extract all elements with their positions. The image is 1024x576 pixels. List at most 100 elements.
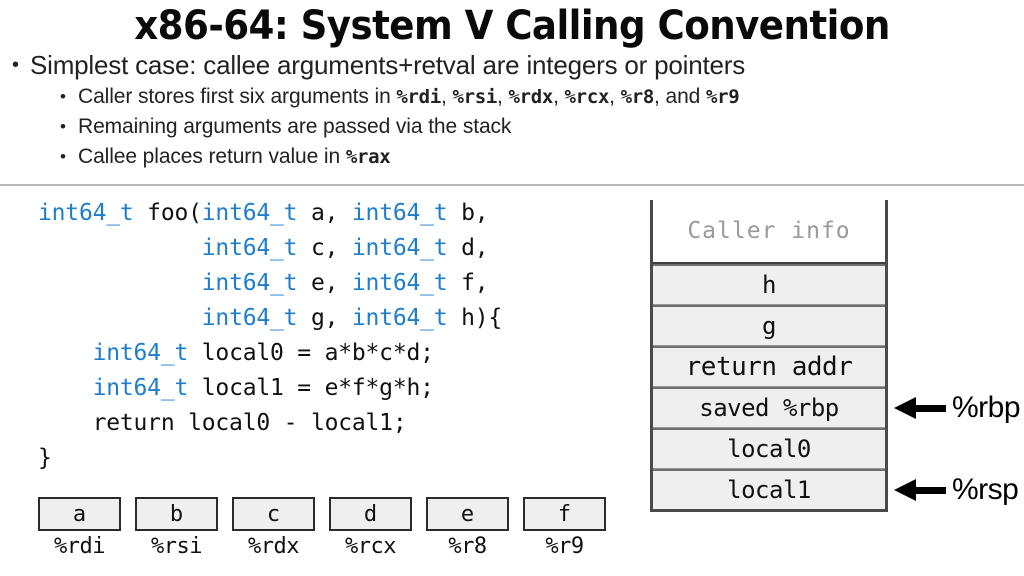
header-divider: [0, 184, 1024, 186]
code-type-token: int64_t: [351, 305, 448, 331]
stack-cell: local1: [650, 469, 888, 510]
code-token: [38, 375, 93, 401]
code-token: a,: [297, 200, 352, 226]
register-value-box: e: [426, 497, 509, 531]
register-name: %rsi: [452, 86, 498, 108]
arrow-left-icon: [894, 396, 946, 419]
bullet-text-run: ,: [609, 85, 621, 108]
register-cell-rdi: a %rdi: [38, 497, 121, 559]
code-token: b,: [447, 200, 489, 226]
bullet-level1-text: Simplest case: callee arguments+retval a…: [30, 50, 746, 80]
code-token: [38, 305, 202, 331]
register-name: %rcx: [564, 86, 610, 108]
code-token: e,: [297, 270, 352, 296]
bullet-list: • Simplest case: callee arguments+retval …: [0, 50, 1024, 171]
bullet-text-run: ,: [440, 85, 453, 108]
register-name: %r8: [620, 86, 655, 108]
stack-cell: local0: [650, 428, 888, 469]
page-title: x86-64: System V Calling Convention: [134, 3, 890, 49]
code-type-token: int64_t: [351, 235, 448, 261]
code-type-token: int64_t: [38, 200, 134, 226]
register-label: %rsi: [151, 534, 202, 559]
code-token: [38, 270, 202, 296]
register-value-box: a: [38, 497, 121, 531]
bullet-level2: • Remaining arguments are passed via the …: [0, 113, 1024, 141]
bullet-dot-icon: •: [60, 147, 66, 166]
code-line: int64_t local1 = e*f*g*h;: [38, 371, 502, 406]
register-name: %rdx: [508, 86, 554, 108]
code-type-token: int64_t: [351, 270, 448, 296]
register-cell-rcx: d %rcx: [329, 497, 412, 559]
register-label: %r9: [545, 534, 584, 559]
code-listing: int64_t foo(int64_t a, int64_t b, int64_…: [38, 196, 502, 476]
stack-cell: saved %rbp: [650, 387, 888, 428]
bullet-text-run: ,: [497, 85, 509, 108]
code-line: int64_t local0 = a*b*c*d;: [38, 336, 502, 371]
register-label: %rdx: [248, 534, 299, 559]
code-token: h){: [447, 305, 503, 331]
code-token: }: [38, 445, 52, 471]
pointer-label: %rsp: [952, 472, 1019, 506]
code-type-token: int64_t: [201, 270, 298, 296]
register-name: %rdi: [396, 86, 441, 108]
bullet-text-run: , and: [654, 85, 706, 108]
bullet-level2: • Caller stores first six arguments in %r…: [0, 83, 1024, 111]
code-token: f,: [447, 270, 489, 296]
bullet-level2-group: • Caller stores first six arguments in %r…: [0, 83, 1024, 171]
bullet-text-run: Remaining arguments are passed via the s…: [78, 115, 512, 138]
code-type-token: int64_t: [201, 305, 298, 331]
bullet-text-run: Callee places return value in: [78, 145, 346, 168]
code-token: d,: [447, 235, 489, 261]
stack-cell: Caller info: [650, 200, 888, 264]
code-type-token: int64_t: [92, 340, 189, 366]
pointer-label: %rbp: [952, 390, 1021, 424]
code-type-token: int64_t: [92, 375, 189, 401]
register-value-box: c: [232, 497, 315, 531]
bullet-text-run: Caller stores first six arguments in: [78, 85, 397, 108]
stack-pointer-rsp: %rsp: [894, 469, 1019, 510]
bullet-dot-icon: •: [60, 117, 66, 136]
code-line: return local0 - local1;: [38, 406, 502, 441]
code-type-token: int64_t: [201, 200, 298, 226]
code-token: [38, 340, 93, 366]
stack-pointer-rbp: %rbp: [894, 387, 1021, 428]
register-value-box: d: [329, 497, 412, 531]
bullet-dot-icon: •: [12, 54, 19, 76]
bullet-dot-icon: •: [60, 87, 66, 106]
register-label: %r8: [448, 534, 487, 559]
register-value-box: f: [523, 497, 606, 531]
code-line: int64_t e, int64_t f,: [38, 266, 502, 301]
code-line: int64_t g, int64_t h){: [38, 301, 502, 336]
register-cell-rsi: b %rsi: [135, 497, 218, 559]
register-label: %rcx: [345, 534, 396, 559]
code-type-token: int64_t: [351, 200, 448, 226]
code-token: return local0 - local1;: [38, 410, 407, 436]
code-token: [38, 235, 202, 261]
register-cell-r8: e %r8: [426, 497, 509, 559]
code-token: g,: [297, 305, 352, 331]
register-cell-rdx: c %rdx: [232, 497, 315, 559]
register-name: %r9: [705, 86, 740, 108]
register-name: %rax: [345, 146, 391, 168]
code-line: int64_t foo(int64_t a, int64_t b,: [38, 196, 502, 231]
register-label: %rdi: [54, 534, 105, 559]
argument-register-row: a %rdi b %rsi c %rdx d %rcx e %r8 f %r9: [38, 497, 606, 559]
stack-cell: g: [650, 305, 888, 346]
stack-cell: h: [650, 264, 888, 305]
code-token: c,: [297, 235, 352, 261]
code-token: foo(: [133, 200, 202, 226]
code-line: int64_t c, int64_t d,: [38, 231, 502, 266]
code-type-token: int64_t: [201, 235, 298, 261]
bullet-level2: • Callee places return value in %rax: [0, 143, 1024, 171]
code-line: }: [38, 441, 502, 476]
register-value-box: b: [135, 497, 218, 531]
code-token: local1 = e*f*g*h;: [188, 375, 434, 401]
stack-cell: return addr: [650, 346, 888, 387]
arrow-left-icon: [894, 478, 946, 501]
bullet-text-run: ,: [553, 85, 565, 108]
register-cell-r9: f %r9: [523, 497, 606, 559]
bullet-level1: • Simplest case: callee arguments+retval …: [0, 50, 1024, 81]
